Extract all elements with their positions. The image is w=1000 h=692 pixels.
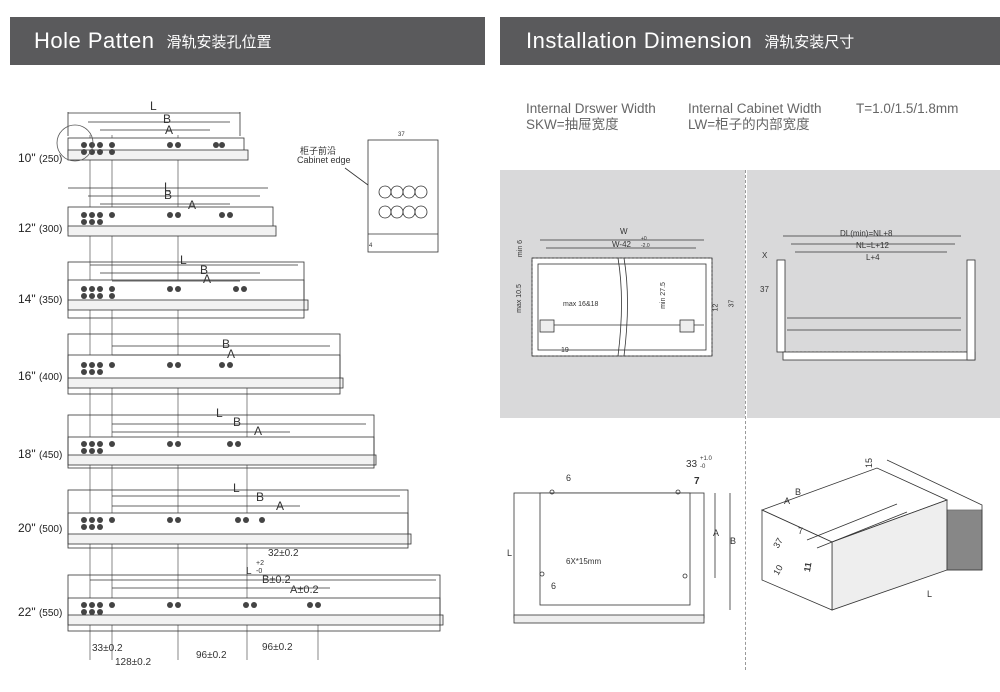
iso-d11: 11 <box>802 561 814 573</box>
front-W42: W-42 <box>612 240 631 249</box>
dim-A-18: A <box>254 424 263 438</box>
hole-pattern-header: Hole Patten 滑轨安装孔位置 <box>10 17 485 65</box>
front-view-drawing <box>531 239 713 357</box>
dim-A-tol: A±0.2 <box>290 584 319 596</box>
front-W42-dn: -2.0 <box>641 243 650 249</box>
dim-32-tol: 32±0.2 <box>268 548 299 559</box>
dim-L-top: L <box>150 99 157 113</box>
drawer-d7: 7 <box>694 476 700 487</box>
dim-A-top: A <box>165 123 174 137</box>
dim-96-tol-b: 96±0.2 <box>262 642 293 653</box>
size-label-10: 10" (250) <box>18 151 63 165</box>
legend-line-1b: Internal Cabinet Width <box>688 101 822 116</box>
dim-B-12: B <box>164 188 173 202</box>
dim-L-18: L <box>216 406 223 420</box>
drawer-d33-up: +1.0 <box>700 456 712 462</box>
drawer-d6b: 6 <box>551 581 557 591</box>
hole-pattern-drawing <box>56 112 444 660</box>
rail-18 <box>67 414 377 469</box>
iso-d15: 15 <box>864 457 875 469</box>
drawer-L: L <box>507 548 513 558</box>
drawer-front-drawing <box>513 489 731 624</box>
hole-markers <box>81 142 321 615</box>
rail-12 <box>67 187 277 237</box>
front-max1618: max 16&18 <box>563 301 599 308</box>
drawer-d33: 33 <box>686 459 698 470</box>
hole-pattern-title: Hole Patten <box>34 28 155 53</box>
dim-L-12: L <box>164 180 171 194</box>
dim-A-12: A <box>188 198 197 212</box>
cabinet-edge-detail <box>56 124 439 253</box>
cabinet-edge-en: Cabinet edge <box>297 155 351 165</box>
isometric-drawing <box>760 459 983 611</box>
front-min6: min 6 <box>517 239 525 258</box>
vertical-divider <box>745 170 746 670</box>
side-X: X <box>762 251 768 260</box>
drawer-B: B <box>730 536 737 546</box>
legend-line-2b: LW=柜子的内部宽度 <box>688 117 810 132</box>
drawer-A: A <box>713 528 720 538</box>
side-view-drawing <box>776 235 976 361</box>
legend-thickness: T=1.0/1.5/1.8mm <box>856 101 959 116</box>
size-label-16: 16" (400) <box>18 369 63 383</box>
installation-dimension-header: Installation Dimension 滑轨安装尺寸 <box>500 17 1000 65</box>
front-d12: 12 <box>712 303 720 312</box>
legend-drawer-width: Internal Drswer Width SKW=抽屉宽度 <box>526 101 656 133</box>
front-d37: 37 <box>728 299 736 308</box>
legend-cabinet-width: Internal Cabinet Width LW=柜子的内部宽度 <box>688 101 822 133</box>
size-label-18: 18" (450) <box>18 447 63 461</box>
iso-d7: 7 <box>798 526 804 536</box>
side-L4: L+4 <box>866 253 880 262</box>
installation-dimension-title-zh: 滑轨安装尺寸 <box>764 33 855 51</box>
size-label-12: 12" (300) <box>18 221 63 235</box>
drawer-d33-dn: -0 <box>700 464 706 470</box>
dim-96-tol-a: 96±0.2 <box>196 650 227 661</box>
front-d19: 19 <box>561 347 569 354</box>
dim-L-bottom: L <box>246 566 252 577</box>
installation-dimension-title: Installation Dimension <box>526 28 753 53</box>
detail-total-dim: 37 <box>398 132 405 138</box>
iso-L: L <box>927 589 933 599</box>
rail-22 <box>67 574 444 632</box>
cabinet-edge-zh: 柜子前沿 <box>300 146 337 156</box>
front-W42-up: +0 <box>641 236 647 242</box>
side-d37: 37 <box>760 285 769 294</box>
dim-B-top: B <box>163 112 172 126</box>
dim-B-16: B <box>222 337 231 351</box>
hole-pattern-title-zh: 滑轨安装孔位置 <box>166 33 272 51</box>
detail-edge-dim: 4 <box>369 243 373 249</box>
dim-B-20: B <box>256 490 265 504</box>
dim-B-18: B <box>233 415 242 429</box>
dim-33-tol: 33±0.2 <box>92 643 123 654</box>
dim-L-20: L <box>233 481 240 495</box>
rail-10 <box>67 112 249 161</box>
side-NL: NL=L+12 <box>856 241 889 250</box>
legend-line-1a: Internal Drswer Width <box>526 101 656 116</box>
front-max105: max 10.5 <box>515 284 523 313</box>
rail-14 <box>67 261 309 319</box>
size-label-20: 20" (500) <box>18 521 63 535</box>
dim-B-tol: B±0.2 <box>262 574 291 586</box>
iso-B: B <box>795 487 802 497</box>
side-view-panel <box>747 170 1000 418</box>
dim-L-tol-up: +2 <box>256 560 264 567</box>
side-DL: DL(min)=NL+8 <box>840 229 893 238</box>
front-min275: min 27.5 <box>659 282 667 309</box>
dim-A-16: A <box>227 347 236 361</box>
iso-A: A <box>784 496 791 506</box>
dim-A-20: A <box>276 499 285 513</box>
legend-line-2a: SKW=抽屉宽度 <box>526 117 619 132</box>
size-label-22: 22" (550) <box>18 605 63 619</box>
dim-B-14: B <box>200 263 209 277</box>
dim-A-14: A <box>203 272 212 286</box>
dim-L-14: L <box>180 253 187 267</box>
front-W: W <box>620 227 628 236</box>
drawer-screw: 6X*15mm <box>566 557 602 566</box>
dim-L-tol-dn: -0 <box>256 568 263 575</box>
size-label-14: 14" (350) <box>18 292 63 306</box>
drawer-d6a: 6 <box>566 473 572 483</box>
dim-128-tol: 128±0.2 <box>115 657 152 668</box>
